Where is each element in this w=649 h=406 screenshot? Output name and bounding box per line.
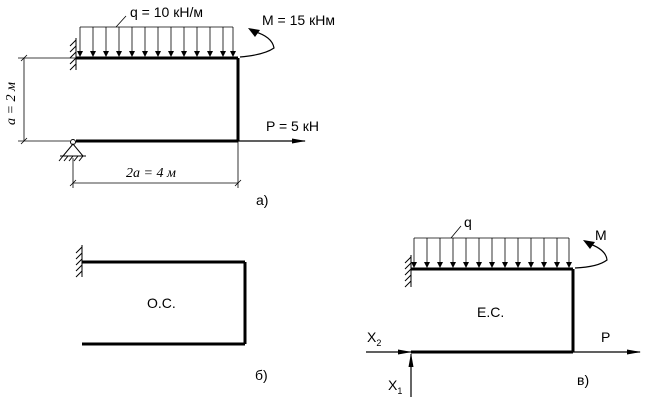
height-dimension-a xyxy=(18,54,76,145)
fixed-support-a xyxy=(69,38,77,71)
x1-label-main: X xyxy=(388,377,398,393)
diagram-a: q = 10 кН/м M = 15 кНм P = 5 кН xyxy=(4,4,335,208)
distributed-load-c xyxy=(411,225,572,268)
moment-label-a: M = 15 кНм xyxy=(262,12,335,28)
load-q-label-a: q = 10 кН/м xyxy=(130,4,203,20)
moment-arrow-a xyxy=(239,28,275,58)
distributed-load-a xyxy=(77,15,236,57)
x1-label-subscript: 1 xyxy=(397,386,402,396)
width-dim-label-a: 2a = 4 м xyxy=(126,166,176,181)
diagram-b: О.С. б) xyxy=(75,245,268,383)
fixed-support-b xyxy=(75,245,83,278)
caption-c: в) xyxy=(577,372,589,388)
x2-label-main: X xyxy=(367,329,377,345)
frame-b xyxy=(82,260,247,346)
fixed-support-c xyxy=(404,255,412,288)
caption-a: а) xyxy=(256,192,268,208)
load-q-label-c: q xyxy=(464,214,472,230)
pin-support-a xyxy=(58,139,86,162)
frame-c xyxy=(411,267,575,354)
moment-arrow-c xyxy=(574,240,608,269)
basic-system-label: О.С. xyxy=(147,295,176,311)
height-dim-label-a: a = 2 м xyxy=(4,82,19,125)
force-p-label-c: P xyxy=(601,329,610,345)
equivalent-system-label: Е.С. xyxy=(477,304,504,320)
x1-label: X1 xyxy=(388,377,402,396)
moment-label-c: M xyxy=(595,227,607,243)
x2-label-subscript: 2 xyxy=(376,338,381,348)
diagram-c: q M P X2 X1 Е.С. в) xyxy=(366,214,641,397)
force-p-label-a: P = 5 кН xyxy=(266,118,319,134)
frame-a xyxy=(76,56,240,143)
x2-label: X2 xyxy=(367,329,381,348)
caption-b: б) xyxy=(255,367,268,383)
width-dimension-a xyxy=(69,141,242,188)
